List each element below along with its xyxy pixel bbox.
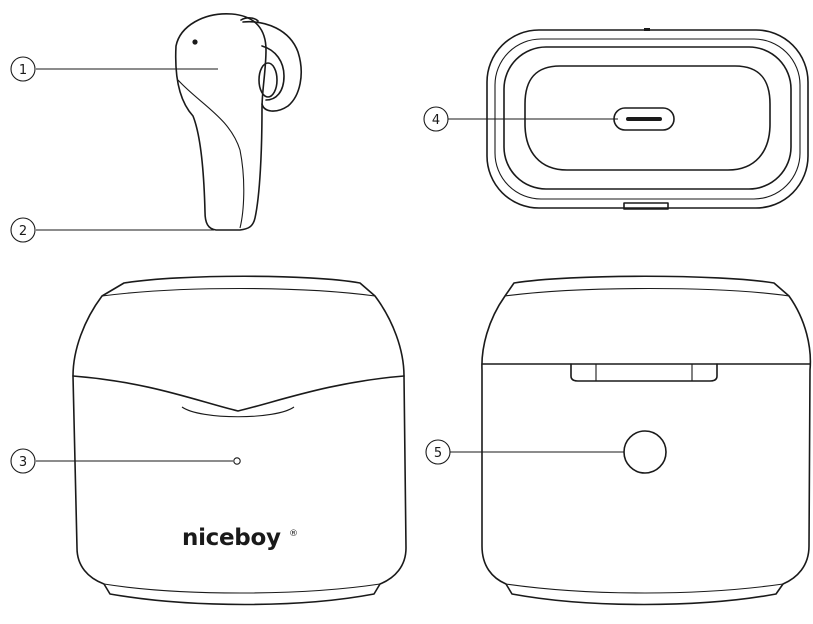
case-back-bottom-band [505,583,784,594]
case-front-outline [72,275,407,606]
case-front-bottom-band [103,583,381,594]
earbud-contour [177,79,245,229]
earbud-body [174,13,267,231]
case-front-lid-notch [181,406,295,418]
case-back-view [481,275,812,606]
callout-4-badge [423,106,449,132]
earbud-illustration [174,13,302,231]
pairing-button [623,430,667,474]
callout-1-badge [10,56,36,82]
earbud-ear-tip-inner [261,45,285,101]
case-back-outline [481,275,812,606]
case-top-inner-lid [503,46,792,190]
case-top-hinge [623,202,669,210]
callout-1: 1 [10,56,218,82]
callout-1-number: 1 [19,63,27,78]
usb-c-port-slot [626,117,662,121]
callout-3-number: 3 [19,455,27,470]
case-front-view: niceboy ® [72,275,407,606]
callout-5-number: 5 [434,446,442,461]
case-front-lid-seam [72,375,405,412]
case-top-recess [524,65,771,171]
callout-5: 5 [425,439,624,465]
brand-registered-mark: ® [289,529,298,539]
earbud-grille [240,17,259,22]
callout-2: 2 [10,217,214,243]
brand-logo: niceboy [182,525,281,551]
callout-5-badge [425,439,451,465]
earbud-mic-hole [192,39,198,45]
callout-3: 3 [10,448,233,474]
case-top-hinge-mark [644,28,650,31]
hinge-bracket [570,363,718,382]
led-indicator [233,457,241,465]
callout-3-badge [10,448,36,474]
callout-4: 4 [423,106,618,132]
case-front-top-band [101,287,376,297]
earbud-nozzle [258,62,278,98]
callout-2-number: 2 [19,224,27,239]
callout-2-badge [10,217,36,243]
earbud-ear-tip [242,20,302,112]
callout-4-number: 4 [432,113,440,128]
case-back-top-band [504,287,790,297]
